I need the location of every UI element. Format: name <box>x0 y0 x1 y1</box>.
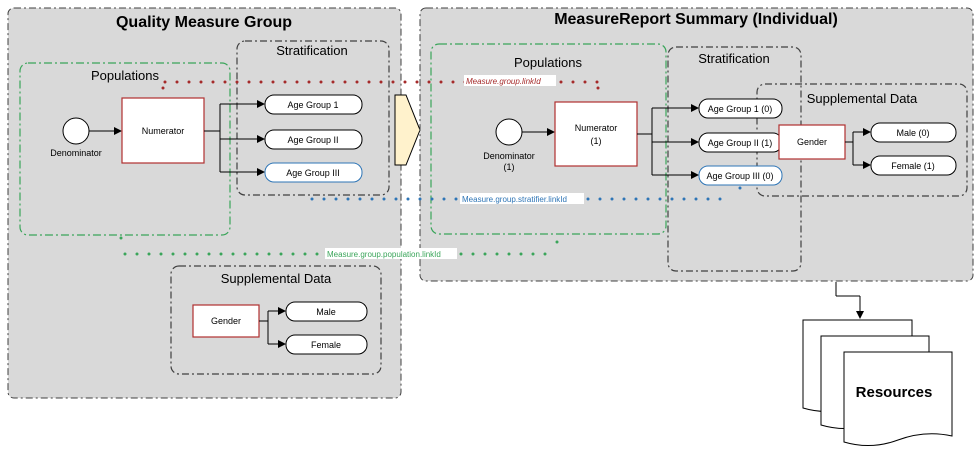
right-stratum-label: Age Group II (1) <box>708 138 773 148</box>
resources-stack: Resources <box>802 282 953 446</box>
population-link-line: Measure.group.population.linkId <box>119 236 559 259</box>
left-supplemental-box <box>170 265 382 375</box>
right-numerator-label: Numerator <box>575 123 618 133</box>
left-stratum-age-group-2 <box>264 129 363 150</box>
group-link-line: Measure.group.linkId <box>161 75 600 100</box>
left-stratum-age-group-1 <box>264 94 363 115</box>
left-stratum-label: Age Group 1 <box>287 100 338 110</box>
right-stratum-age-group-1 <box>698 98 783 119</box>
left-supplemental-title: Supplemental Data <box>221 271 332 286</box>
left-gender-value: Male <box>316 307 336 317</box>
left-numerator-box <box>121 97 205 164</box>
right-supplemental-title: Supplemental Data <box>807 91 918 106</box>
right-panel-title: MeasureReport Summary (Individual) <box>554 11 838 28</box>
left-panel-title: Quality Measure Group <box>116 14 292 31</box>
left-denominator-node <box>62 117 90 145</box>
resources-label: Resources <box>856 384 933 401</box>
right-denominator-label: Denominator <box>483 151 535 161</box>
left-populations-title: Populations <box>91 68 159 83</box>
right-numerator-box <box>554 101 638 167</box>
right-stratum-age-group-3 <box>698 165 783 186</box>
right-stratification-box <box>667 46 802 272</box>
left-gender-female <box>285 334 368 355</box>
right-gender-value: Female (1) <box>891 161 935 171</box>
transform-arrow-icon <box>394 94 421 166</box>
left-gender-male <box>285 301 368 322</box>
measure-report-summary-panel: MeasureReport Summary (Individual) Popul… <box>419 7 974 282</box>
right-stratum-label: Age Group III (0) <box>706 171 773 181</box>
stratifier-link-label: Measure.group.stratifier.linkId <box>462 195 567 204</box>
quality-measure-group-panel: Quality Measure Group Populations Strati… <box>7 7 402 399</box>
resource-doc-front-icon <box>843 351 953 446</box>
stratifier-link-line: Measure.group.stratifier.linkId <box>310 186 742 204</box>
left-stratum-age-group-3 <box>264 162 363 183</box>
right-gender-value: Male (0) <box>896 128 929 138</box>
right-denominator-node <box>495 118 523 146</box>
right-gender-male <box>870 122 957 143</box>
left-gender-box <box>192 304 260 338</box>
right-stratification-title: Stratification <box>698 51 770 66</box>
left-populations-box <box>19 62 231 236</box>
right-denominator-count: (1) <box>504 162 515 172</box>
left-numerator-label: Numerator <box>142 126 185 136</box>
left-stratification-box <box>236 40 390 196</box>
right-populations-box <box>430 43 667 235</box>
right-numerator-count: (1) <box>591 136 602 146</box>
right-gender-female <box>870 155 957 176</box>
right-gender-box <box>778 124 846 160</box>
group-link-label: Measure.group.linkId <box>466 77 541 86</box>
right-populations-title: Populations <box>514 55 582 70</box>
left-denominator-label: Denominator <box>50 148 102 158</box>
left-gender-value: Female <box>311 340 341 350</box>
left-stratum-label: Age Group II <box>287 135 338 145</box>
right-gender-label: Gender <box>797 137 827 147</box>
left-gender-label: Gender <box>211 316 241 326</box>
left-stratum-label: Age Group III <box>286 168 340 178</box>
right-stratum-label: Age Group 1 (0) <box>708 104 773 114</box>
left-stratification-title: Stratification <box>276 43 348 58</box>
population-link-label: Measure.group.population.linkId <box>327 250 441 259</box>
right-supplemental-box <box>756 83 968 197</box>
